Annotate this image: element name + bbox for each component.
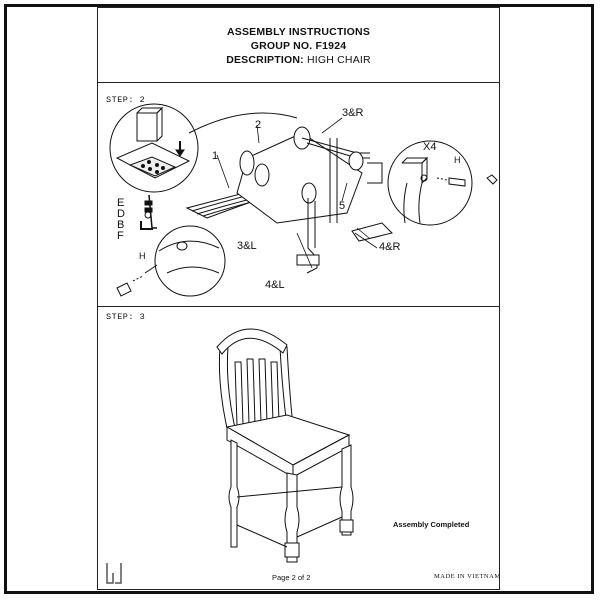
page-border [4, 4, 594, 594]
callout-part-4l: 4&L [265, 279, 285, 291]
callout-hw-h-right: H [454, 155, 461, 165]
completed-chair-illustration [216, 328, 354, 563]
document-title: ASSEMBLY INSTRUCTIONS [226, 26, 371, 38]
callout-part-3r: 3&R [342, 107, 363, 119]
callout-hw-h-left: H [139, 251, 146, 261]
made-in-text: MADE IN VIETNAM [434, 573, 501, 580]
description-value: HIGH CHAIR [306, 54, 371, 66]
corner-logo [106, 563, 122, 584]
callout-hw-b: B [117, 219, 124, 231]
description-label: DESCRIPTION: [226, 54, 304, 66]
callout-hw-e: E [117, 197, 124, 209]
callout-hw-d: D [117, 208, 125, 220]
callout-quantity: X4 [423, 141, 436, 153]
instruction-sheet [97, 7, 500, 590]
page-number: Page 2 of 2 [272, 573, 311, 582]
description-line: DESCRIPTION: HIGH CHAIR [97, 54, 500, 66]
group-number: GROUP NO. F1924 [250, 40, 347, 52]
dowel-left [116, 264, 158, 297]
step-divider [97, 306, 500, 307]
detail-right-leg [387, 140, 498, 226]
detail-left-rail [154, 225, 226, 297]
detail-corner-block [109, 103, 199, 193]
hardware-stack [140, 194, 157, 230]
assembly-completed-text: Assembly Completed [393, 520, 470, 529]
step3-label: STEP: 3 [106, 312, 146, 322]
back-frame-part [236, 126, 363, 224]
header-divider [97, 82, 500, 83]
step2-exploded-diagram: 1 2 3&R 3&L 4&R 4&L 5 X4 H H E D B F [109, 103, 498, 297]
callout-part-1: 1 [212, 150, 218, 162]
callout-part-5: 5 [339, 200, 345, 212]
callout-part-2: 2 [255, 119, 261, 131]
callout-part-3l: 3&L [237, 240, 257, 252]
leg-parts [296, 137, 393, 274]
callout-hw-f: F [117, 230, 124, 242]
callout-part-4r: 4&R [379, 241, 400, 253]
step2-label: STEP: 2 [106, 95, 146, 105]
